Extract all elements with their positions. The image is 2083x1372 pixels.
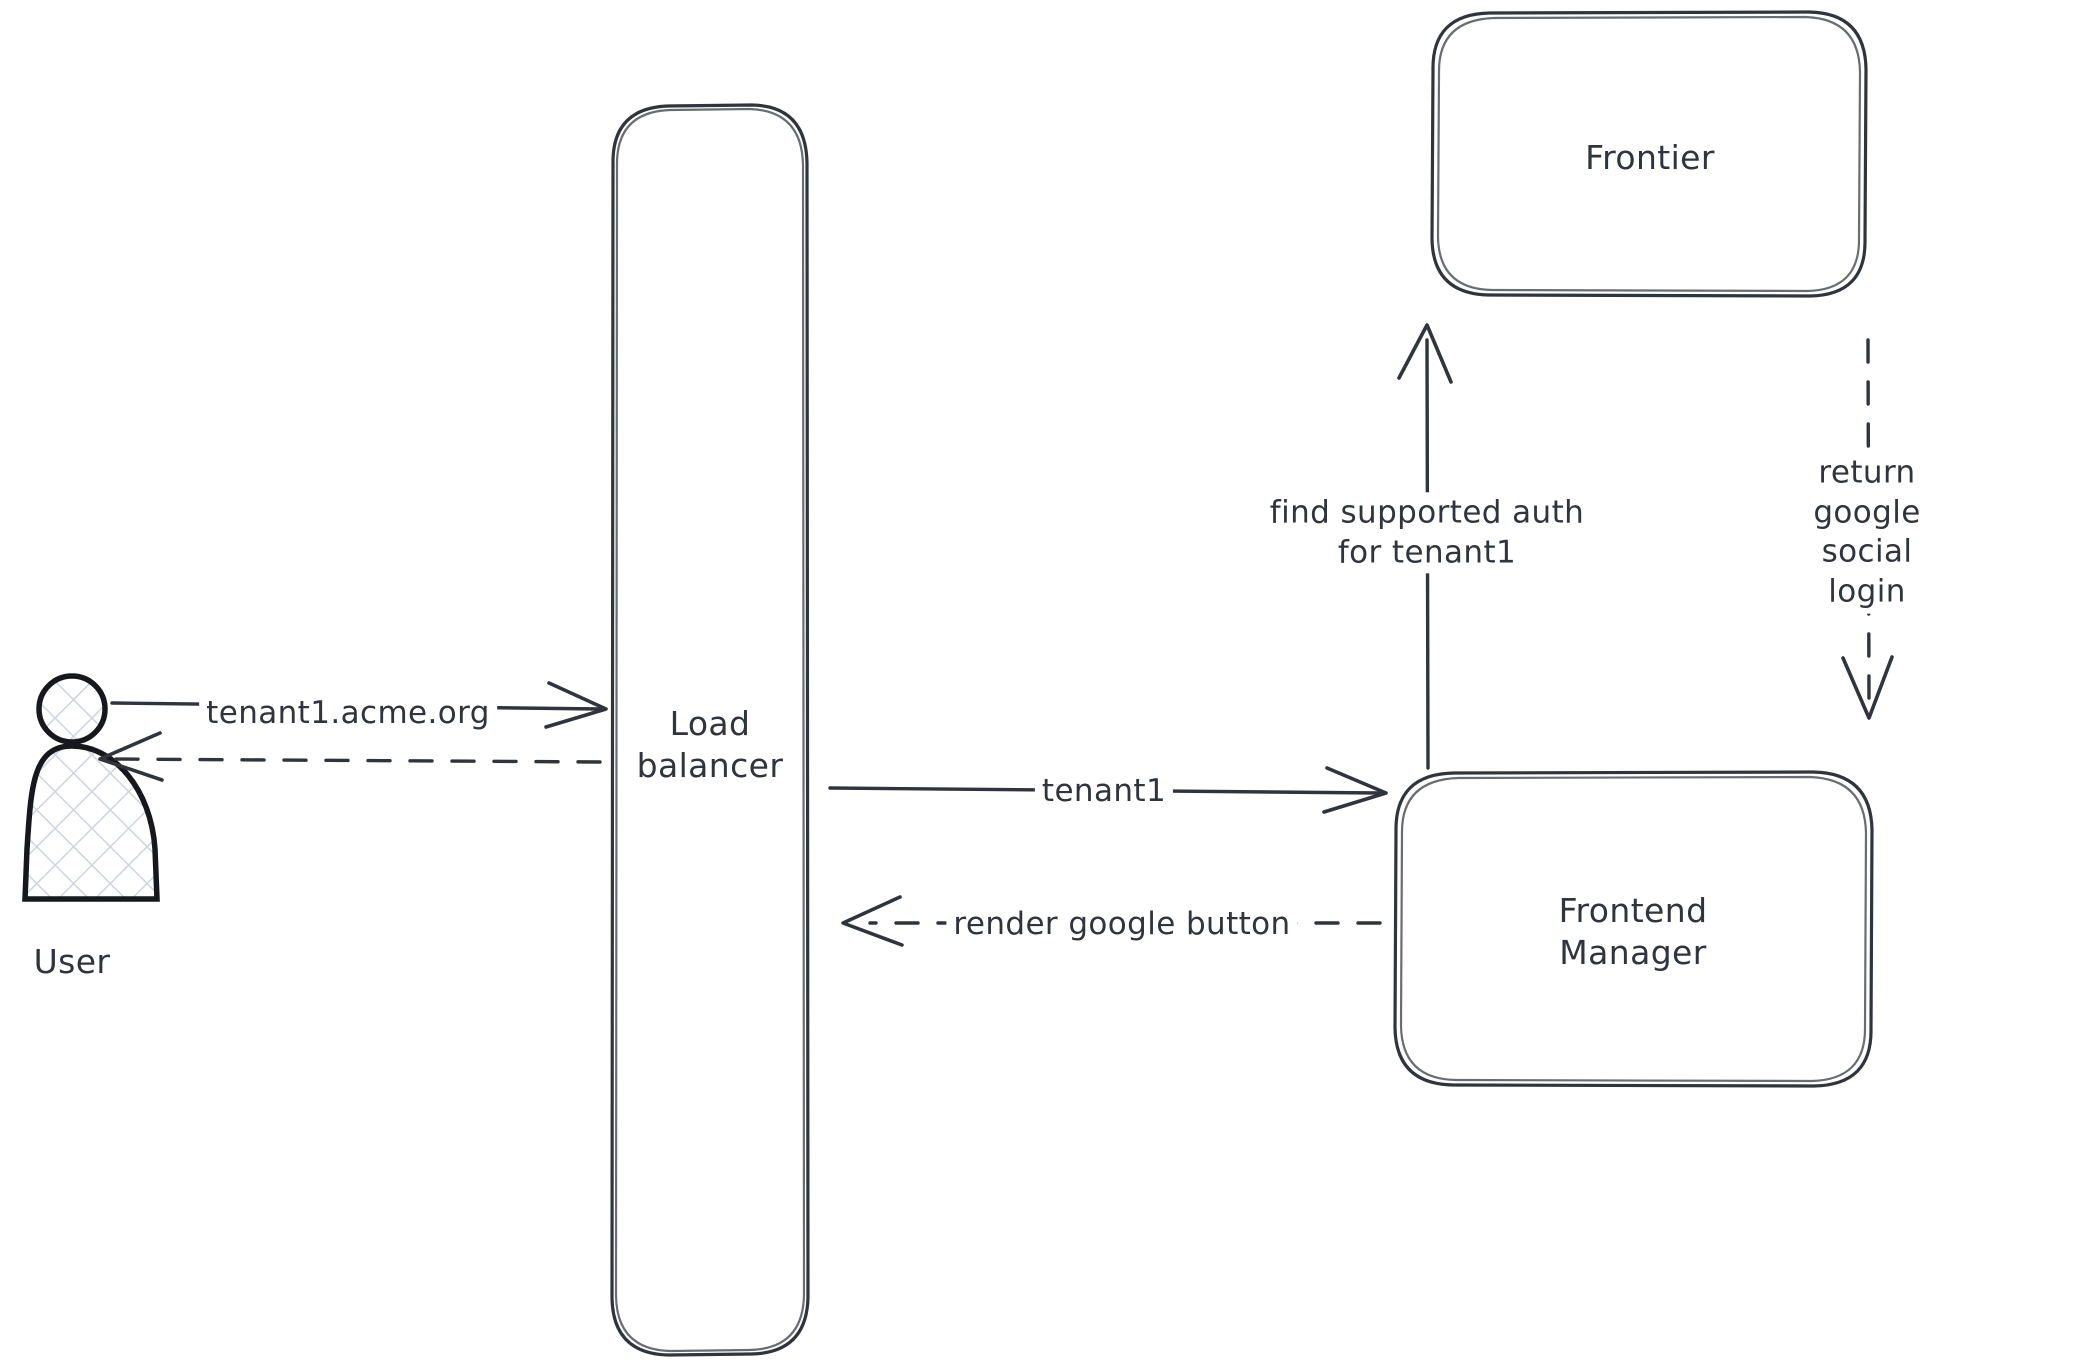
edge-frontend-manager-to-frontier	[1397, 323, 1453, 770]
node-frontier[interactable]	[1430, 10, 1868, 298]
edge-user-to-load-balancer	[110, 681, 608, 729]
edge-frontend-manager-to-load-balancer	[841, 895, 1382, 947]
edge-load-balancer-to-frontend-manager	[828, 766, 1388, 814]
edge-frontier-to-frontend-manager	[1841, 338, 1894, 720]
node-frontend-manager[interactable]	[1393, 770, 1874, 1088]
person-body-icon	[22, 743, 160, 902]
node-load-balancer[interactable]	[610, 103, 810, 1357]
actor-user[interactable]	[22, 673, 160, 902]
person-head-icon	[36, 673, 108, 745]
edge-load-balancer-to-user	[98, 731, 602, 782]
